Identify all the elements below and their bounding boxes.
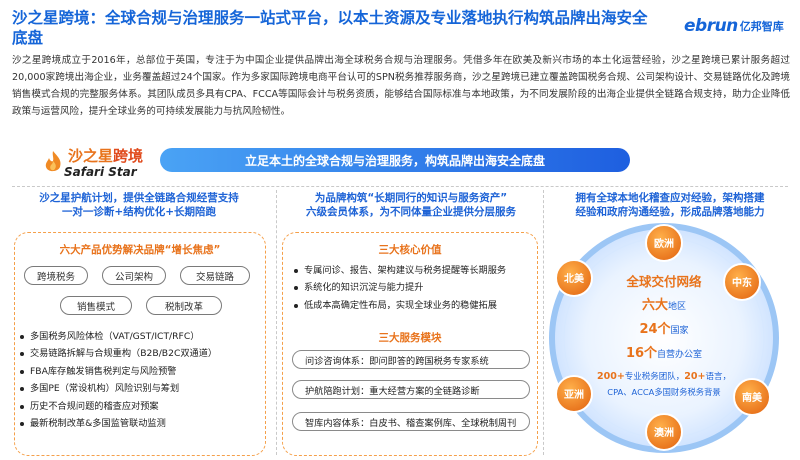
region-label: 中东 (732, 276, 752, 289)
flame-icon (45, 151, 61, 172)
region-label: 南美 (742, 391, 763, 404)
pill-cross-border-tax: 跨境税务 (24, 266, 88, 285)
list-item: 历史不合规问题的稽查应对预案 (20, 398, 217, 415)
list-item: 低成本高确定性布局，实现全球业务的稳健拓展 (294, 297, 506, 314)
stat-value: 六大 (642, 297, 668, 313)
section-banner: 立足本土的全球合规与治理服务，构筑品牌出海安全底盘 (160, 148, 630, 172)
products-list: 多国税务风险体检（VAT/GST/ICT/RFC） 交易链路拆解与合规重构（B2… (20, 328, 217, 432)
stat-offices: 16个自营办公室 (626, 345, 702, 361)
stat-unit: 国家 (671, 324, 689, 336)
brand-name-cn-a: 沙之星 (68, 147, 114, 165)
values-list: 专属问诊、报告、架构建议与税务提醒等长期服务 系统化的知识沉淀与能力提升 低成本… (294, 262, 506, 314)
col1-heading: 沙之星护航计划，提供全链路合规经营支持 一对一诊断+结构优化+长期陪跑 (14, 191, 264, 219)
module-escort-plan: 护航陪跑计划：重大经营方案的全链路诊断 (292, 380, 530, 399)
region-node-oceania: 澳洲 (645, 413, 683, 451)
column-separator (276, 190, 277, 455)
brand-name-en: Safari Star (64, 165, 137, 179)
region-node-asia: 亚洲 (555, 375, 593, 413)
region-node-south-america: 南美 (733, 378, 771, 416)
stat-regions: 六大地区 (642, 297, 686, 313)
stat-unit: 地区 (668, 300, 686, 312)
intro-paragraph: 沙之星跨境成立于2016年，总部位于英国，专注于为中国企业提供品牌出海全球税务合… (12, 55, 790, 117)
team-value: 20+ (684, 371, 705, 382)
network-title: 全球交付网络 (625, 274, 702, 289)
col2-heading-line2: 六级会员体系，为不同体量企业提供分层服务 (306, 206, 516, 218)
stat-countries: 24个国家 (639, 321, 688, 337)
list-item: 专属问诊、报告、架构建议与税务提醒等长期服务 (294, 262, 506, 279)
team-value: 200+ (597, 371, 625, 382)
brand-name-cn-b: 跨境 (113, 147, 144, 165)
pill-tax-reform: 税制改革 (146, 296, 222, 315)
col3-heading-line1: 拥有全球本地化稽查应对经验，架构搭建 (575, 192, 765, 204)
team-line-1: 200+专业税务团队，20+语言， (597, 371, 731, 382)
region-label: 亚洲 (564, 389, 584, 401)
pill-transaction-chain: 交易链路 (180, 266, 250, 285)
region-label: 澳洲 (654, 426, 674, 439)
module-consultation: 问诊咨询体系：即问即答的跨国税务专家系统 (292, 350, 530, 369)
col1-heading-line2: 一对一诊断+结构优化+长期陪跑 (61, 206, 217, 218)
col3-heading: 拥有全球本地化稽查应对经验，架构搭建 经验和政府沟通经验，形成品牌落地能力 (548, 191, 792, 219)
stat-value: 16个 (626, 345, 658, 361)
values-title: 三大核心价值 (378, 244, 442, 256)
safari-star-logo: 沙之星跨境 Safari Star (40, 145, 150, 185)
col1-heading-line1: 沙之星护航计划，提供全链路合规经营支持 (39, 192, 239, 204)
logo-subtitle: 亿邦智库 (739, 20, 784, 33)
list-item: 最新税制改革&多国监管联动监测 (20, 415, 217, 432)
module-think-tank: 智库内容体系：白皮书、稽查案例库、全球税制周刊 (292, 412, 530, 431)
col3-heading-line2: 经验和政府沟通经验，形成品牌落地能力 (575, 206, 765, 218)
list-item: 多国税务风险体检（VAT/GST/ICT/RFC） (20, 328, 217, 345)
list-item: 交易链路拆解与合规重构（B2B/B2C双通道） (20, 345, 217, 362)
list-item: 系统化的知识沉淀与能力提升 (294, 279, 506, 296)
ebrun-logo: ebrun 亿邦智库 (684, 16, 784, 36)
global-delivery-diagram: 欧洲 北美 中东 亚洲 南美 澳洲 全球交付网络 六大地区 24个国家 16个自… (549, 223, 779, 453)
team-line-2: CPA、ACCA多国财务税务背景 (607, 387, 720, 397)
modules-title: 三大服务模块 (378, 332, 442, 344)
stat-value: 24个 (639, 321, 671, 337)
region-label: 欧洲 (654, 237, 674, 250)
team-text: 专业税务团队， (625, 371, 685, 382)
stat-unit: 自营办公室 (657, 348, 702, 360)
region-node-middle-east: 中东 (723, 263, 761, 301)
brand-name-cn: 沙之星跨境 (68, 145, 143, 166)
region-label: 北美 (564, 272, 585, 285)
col2-heading-line1: 为品牌构筑“长期同行的知识与服务资产” (314, 192, 508, 204)
divider (12, 186, 788, 187)
col2-heading: 为品牌构筑“长期同行的知识与服务资产” 六级会员体系，为不同体量企业提供分层服务 (282, 191, 540, 219)
region-node-europe: 欧洲 (645, 224, 683, 262)
products-title: 六大产品优势解决品牌“增长焦虑” (59, 244, 221, 256)
pill-corporate-structure: 公司架构 (102, 266, 166, 285)
column-separator (543, 190, 544, 455)
logo-brand: ebrun (684, 16, 738, 36)
team-text: 语言， (705, 371, 731, 382)
pill-sales-model: 销售模式 (60, 296, 132, 315)
list-item: FBA库存触发销售税判定与风险预警 (20, 363, 217, 380)
list-item: 多国PE（常设机构）风险识别与筹划 (20, 380, 217, 397)
region-node-north-america: 北美 (555, 259, 593, 297)
page-title: 沙之星跨境：全球合规与治理服务一站式平台，以本土资源及专业落地执行构筑品牌出海安… (12, 9, 648, 47)
